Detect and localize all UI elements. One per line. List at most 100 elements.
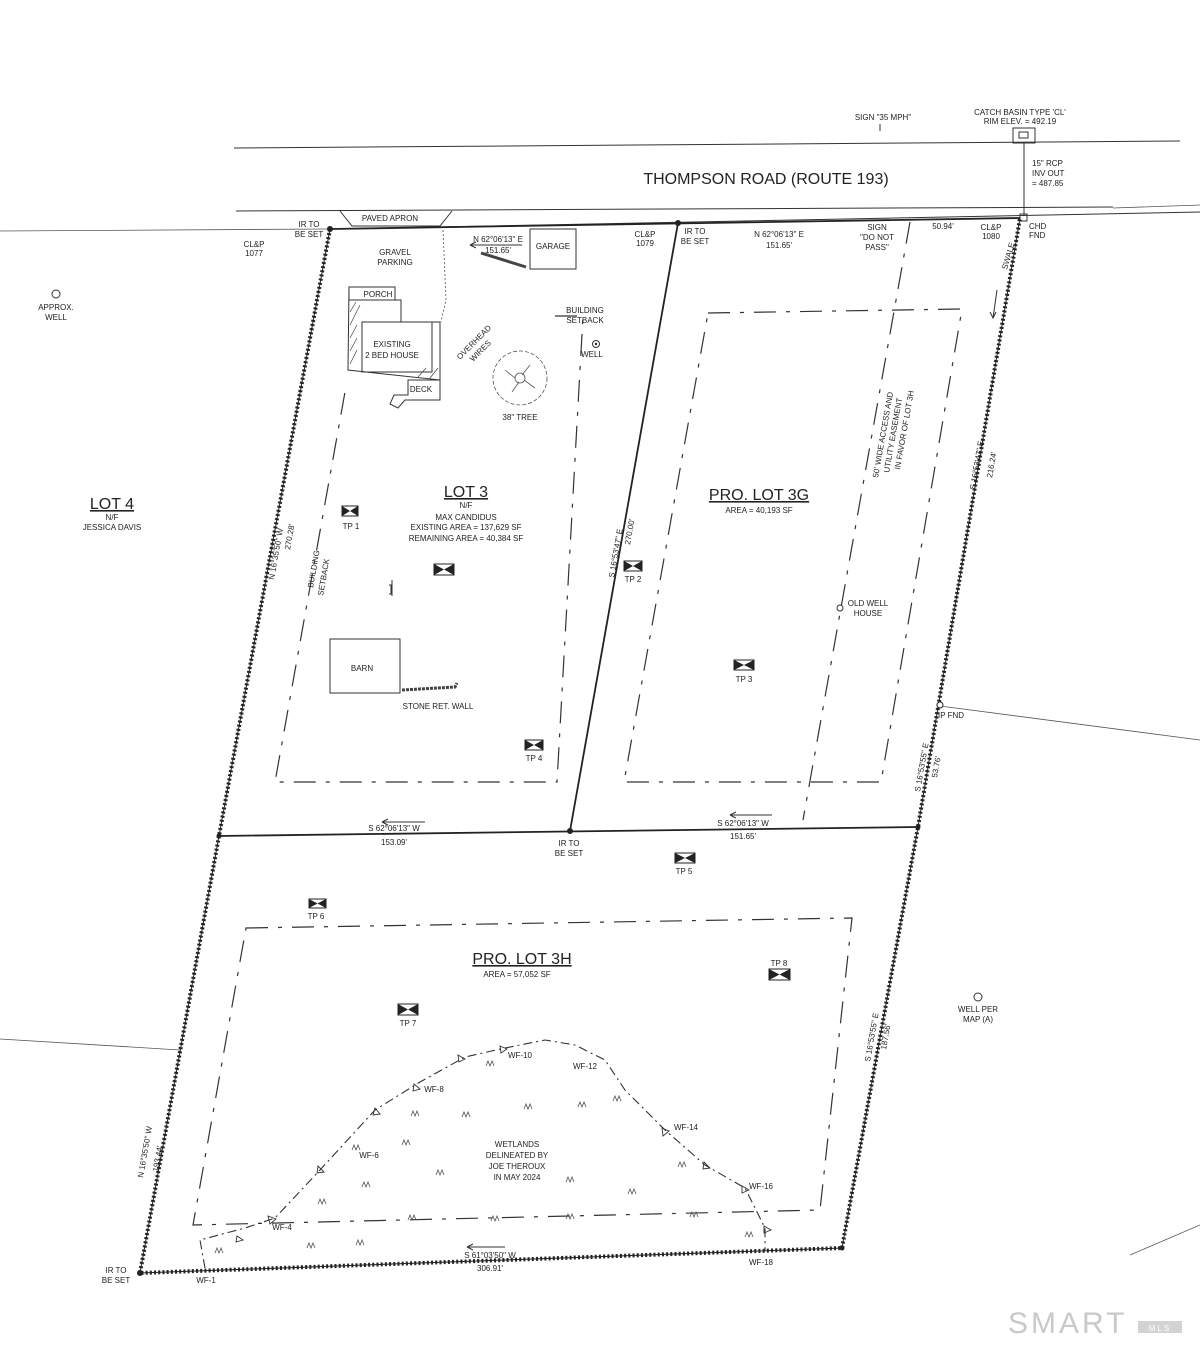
test-pits: TP 1 TP 2 TP 3 TP 4 TP 5 T	[308, 505, 791, 1028]
speed-sign-label: SIGN "35 MPH"	[855, 113, 912, 122]
pass-sign-label-2: "DO NOT	[860, 233, 894, 242]
lot3g-area: AREA = 40,193 SF	[725, 506, 792, 515]
test-pit-8: TP 8	[768, 959, 791, 981]
test-pit-4: TP 4	[524, 739, 544, 763]
ir-mid-label-1: IR TO	[558, 839, 579, 848]
bearing-mid-west-1: S 62°06'13" W	[368, 824, 420, 833]
deck-outline	[389, 379, 441, 409]
building-setbacks: BUILDING SETBACK BUILDING SETBACK	[192, 221, 963, 1226]
clp-1079-b: 1079	[636, 239, 654, 248]
bearing-east-upper-2: 216.24'	[985, 451, 998, 479]
wf-16: WF-16	[749, 1182, 774, 1191]
bearing-south-2: 306.91'	[477, 1264, 503, 1273]
well-icon-dot	[594, 342, 598, 346]
test-pit-4-x	[525, 740, 543, 750]
bearing-east-mid-2: 53.76'	[930, 755, 943, 778]
ir-marker-sw	[137, 1270, 143, 1276]
bearing-east-upper-1: S 16°53'47" E	[968, 440, 985, 490]
wf-10: WF-10	[508, 1051, 533, 1060]
setback-lot3h	[192, 917, 853, 1226]
test-pit-6: TP 6	[308, 898, 327, 921]
test-pit-2: TP 2	[623, 560, 643, 584]
ir-marker-mid	[567, 828, 573, 834]
test-pit-8-label: TP 8	[771, 959, 788, 968]
well-icon	[592, 340, 600, 348]
smart-mls-watermark: SMART MLS	[1008, 1307, 1182, 1340]
outer-boundary	[137, 217, 1022, 1276]
lot4-labels: APPROX. WELL LOT 4 N/F JESSICA DAVIS	[38, 289, 142, 532]
east-neighbour-line-2	[1129, 1224, 1200, 1256]
lot4-nf: N/F	[106, 513, 119, 522]
tree-branches	[504, 364, 536, 393]
gravel-parking-2: PARKING	[377, 258, 412, 267]
wf-12: WF-12	[573, 1062, 598, 1071]
well-per-map-1: WELL PER	[958, 1005, 998, 1014]
old-well-house-2: HOUSE	[854, 609, 882, 618]
lot3h-area: AREA = 57,052 SF	[483, 970, 550, 979]
approx-well-label-1: APPROX.	[38, 303, 74, 312]
test-pit-extra-x	[434, 564, 454, 575]
test-pit-6-x	[309, 899, 326, 908]
ir-nw-label-2: BE SET	[295, 230, 324, 239]
lot4-north-line	[0, 228, 331, 232]
lot4-owner: JESSICA DAVIS	[83, 523, 142, 532]
lot4-south-line	[0, 1038, 181, 1051]
approx-well-icon	[51, 289, 61, 299]
road-area: THOMPSON ROAD (ROUTE 193) PAVED APRON SI…	[233, 108, 1200, 320]
bearing-front-lot3-1: N 62°06'13" E	[473, 235, 523, 244]
bearing-front-lot3g-2: 151.65'	[766, 241, 792, 250]
test-pit-6-label: TP 6	[308, 912, 325, 921]
pass-sign-label-3: PASS"	[865, 243, 889, 252]
setback-top-label-1: BUILDING	[566, 306, 604, 315]
road-name: THOMPSON ROAD (ROUTE 193)	[643, 171, 888, 188]
utility-line-east	[1112, 204, 1200, 209]
garage-building	[529, 228, 577, 270]
chd-marker	[1019, 213, 1028, 222]
test-pit-3-label: TP 3	[736, 675, 753, 684]
well-label: WELL	[581, 350, 603, 359]
wetlands-label-2: DELINEATED BY	[486, 1151, 549, 1160]
road-south-edge	[235, 206, 1114, 212]
pass-sign-label-1: SIGN	[867, 223, 887, 232]
mid-east-point	[915, 824, 921, 830]
center-lot-line	[569, 222, 679, 832]
lot3g-title: PRO. LOT 3G	[709, 487, 809, 504]
ir-sw-label-1: IR TO	[105, 1266, 126, 1275]
chd-label-2: FND	[1029, 231, 1046, 240]
wf-8: WF-8	[424, 1085, 444, 1094]
tree-trunk	[514, 372, 526, 384]
stone-wall	[401, 682, 459, 692]
test-pit-unlabeled	[433, 563, 455, 576]
lot3-nf: N/F	[460, 501, 473, 510]
tree-symbol	[492, 350, 548, 406]
house-footprint: PORCH EXISTING 2 BED HOUSE DECK	[347, 286, 441, 409]
test-pit-7: TP 7	[397, 1003, 419, 1028]
rcp-label-3: = 487.85	[1032, 179, 1064, 188]
test-pit-8-x	[769, 969, 790, 980]
lot3-features: GRAVEL PARKING GARAGE PORCH EXISTING 2 B…	[329, 228, 603, 711]
wf-4: WF-4	[272, 1223, 292, 1232]
gravel-parking-1: GRAVEL	[379, 248, 411, 257]
rcp-label-2: INV OUT	[1032, 169, 1065, 178]
wetlands-area: WF-1 WF-4 WF-6 WF-8 WF-10 WF-12 WF-14 WF…	[196, 1039, 774, 1285]
test-pit-5-x	[675, 853, 695, 863]
bearing-front-lot3g-1: N 62°06'13" E	[754, 230, 804, 239]
bearing-labels: N 62°06'13" E 151.65' N 62°06'13" E 151.…	[136, 230, 998, 1273]
bearing-arrow-mid-west	[381, 818, 425, 826]
test-pit-1-x	[342, 506, 358, 516]
test-pit-1: TP 1	[341, 505, 360, 531]
ir-center-label-2: BE SET	[681, 237, 710, 246]
test-pit-2-x	[624, 561, 642, 571]
ip-fnd-marker	[936, 701, 944, 709]
tree-canopy	[492, 350, 548, 406]
east-neighbour-line-1	[939, 705, 1200, 741]
watermark-small: MLS	[1149, 1324, 1171, 1333]
wetland-grass-symbols	[214, 1059, 754, 1255]
road-north-edge	[233, 140, 1181, 149]
setback-lot3	[274, 315, 584, 783]
easement-line-west	[802, 221, 911, 821]
wetlands-label-1: WETLANDS	[495, 1140, 539, 1149]
bearing-mid-west-2: 153.09'	[381, 838, 407, 847]
paved-apron-label: PAVED APRON	[362, 214, 418, 223]
